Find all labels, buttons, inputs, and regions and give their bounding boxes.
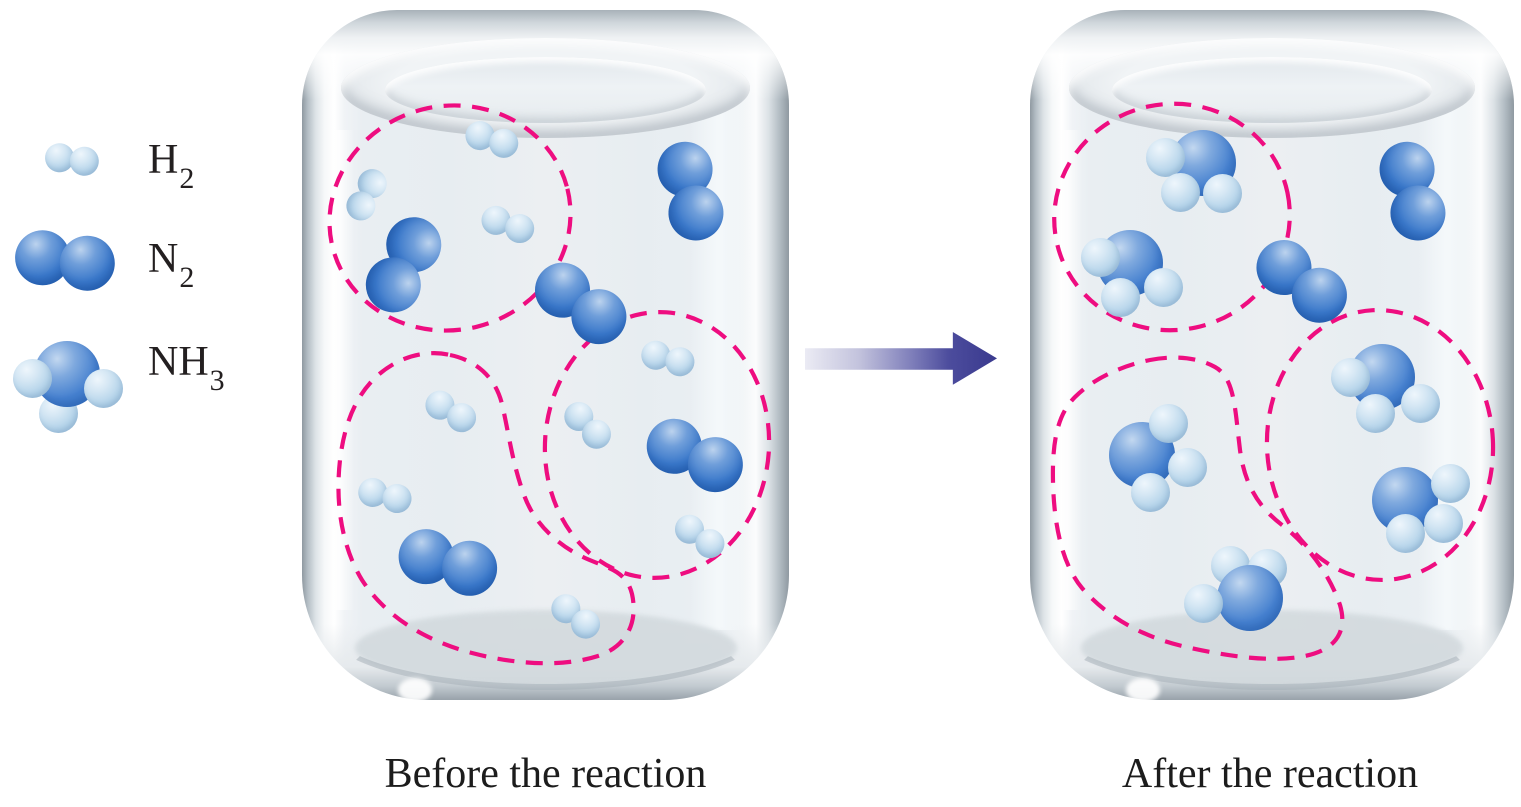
jar-mouth-inner (1112, 57, 1432, 123)
h-atom (1080, 237, 1120, 277)
reaction-group-outline (336, 351, 636, 666)
h-atom (1330, 357, 1370, 397)
reaction-group-outline (1264, 307, 1496, 583)
jar-bottom-curve (1054, 568, 1490, 690)
reaction-group-outline (1050, 355, 1345, 661)
h-atom (1145, 137, 1185, 177)
reaction-group-outline (1052, 101, 1292, 333)
h-atom (1148, 403, 1188, 443)
h-atom (1430, 463, 1470, 503)
formula-subscript: 2 (179, 162, 195, 196)
h-atom (1423, 503, 1463, 543)
formula-subscript: 2 (179, 261, 195, 295)
caption-after: After the reaction (1121, 751, 1419, 797)
reaction-arrow-icon (805, 332, 997, 385)
h-atom (1143, 267, 1183, 307)
h-atom (1130, 472, 1170, 512)
formula-text: N (148, 236, 179, 282)
h-atom (1355, 393, 1395, 433)
h-atom (1160, 172, 1200, 212)
legend-label-nh3: NH3 (148, 338, 225, 396)
h-atom (12, 358, 52, 398)
h-atom (83, 368, 123, 408)
glass-highlight (398, 678, 432, 702)
reaction-group-outlines (327, 103, 772, 666)
h-atom (68, 144, 101, 178)
jar-mouth-inner (384, 57, 707, 123)
h-atom (1167, 447, 1207, 487)
h-atom (1100, 277, 1140, 317)
legend-label-h2: H2 (148, 136, 194, 194)
n-atom (1217, 565, 1283, 631)
h-atom (1202, 173, 1242, 213)
formula-subscript: 3 (209, 364, 225, 398)
jar-after-reaction (1030, 10, 1514, 702)
jar-before-reaction (302, 10, 789, 702)
caption-before: Before the reaction (384, 751, 707, 797)
formula-text: NH (148, 339, 209, 385)
legend-label-n2: N2 (148, 235, 194, 293)
h-atom (1400, 383, 1440, 423)
n-atom (56, 232, 118, 294)
glass-highlight (1126, 678, 1160, 702)
reaction-group-outlines (1050, 101, 1496, 661)
h-atom (1183, 583, 1223, 623)
h-atom (1385, 513, 1425, 553)
formula-text: H (148, 137, 179, 183)
jar-bottom-curve (326, 568, 765, 690)
reaction-group-outline (542, 309, 772, 581)
